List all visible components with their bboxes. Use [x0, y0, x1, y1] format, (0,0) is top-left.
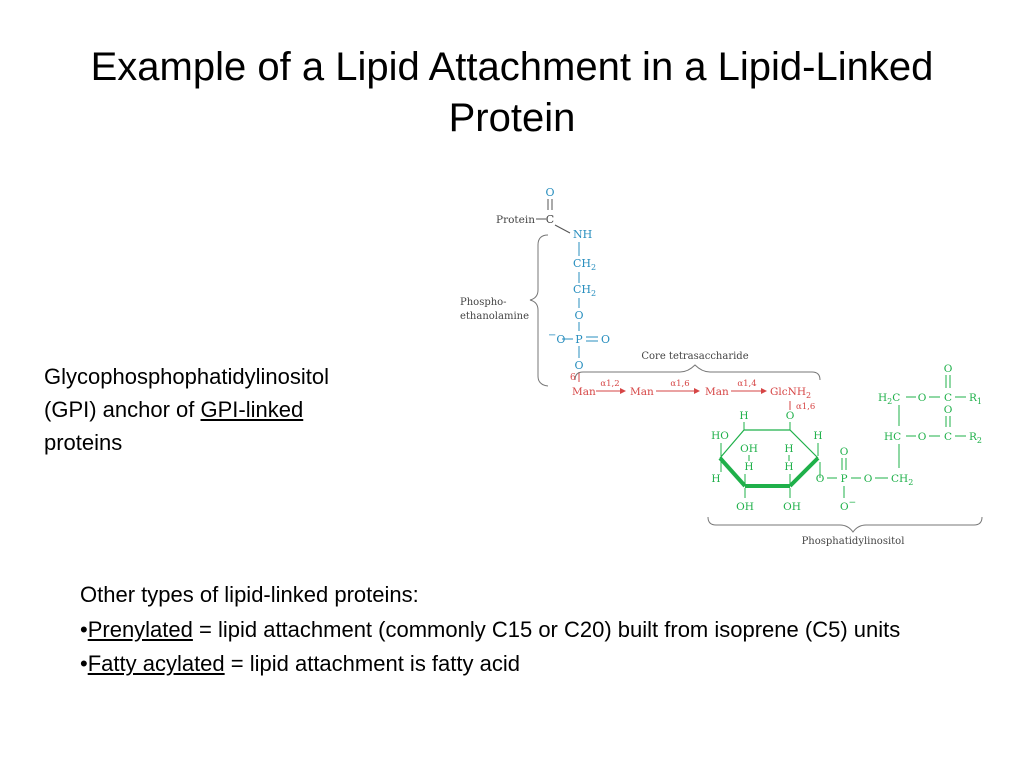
gpi-linked-link[interactable]: GPI-linked	[200, 397, 304, 422]
phosphoethanolamine-brace	[529, 234, 549, 387]
svg-text:Phospho-: Phospho-	[460, 297, 507, 308]
fatty-acid-r1: R1	[969, 392, 982, 406]
phosphorus: P	[575, 333, 583, 346]
carbonyl-oxygen-2: O	[944, 404, 953, 416]
core-tetrasaccharide-brace	[574, 364, 821, 381]
phosphatidylinositol-brace	[707, 516, 983, 533]
glycerol-h2c: H2C	[878, 392, 900, 406]
gpi-description: Glycophosphophatidylinositol (GPI) ancho…	[44, 360, 444, 459]
bullet-1: •	[80, 616, 88, 642]
ester-carbon-2: C	[944, 431, 952, 443]
carbonyl-oxygen: O	[545, 186, 554, 199]
alpha16-inositol-linkage: α1,6	[796, 402, 815, 412]
ester-oxygen: O	[574, 309, 583, 322]
inositol-ester-oxygen: O	[816, 473, 825, 485]
alpha14-linkage: α1,4	[737, 379, 756, 389]
fatty-acylated-definition: = lipid attachment is fatty acid	[224, 651, 520, 676]
core-tetrasaccharide-label: Core tetrasaccharide	[641, 351, 748, 362]
other-heading: Other types of lipid-linked proteins:	[80, 582, 419, 607]
ch2-group-1: CH2	[573, 257, 596, 272]
phosphate-o-minus: −O	[548, 330, 565, 346]
alpha12-linkage: α1,2	[600, 379, 619, 389]
fatty-acylated-link[interactable]: Fatty acylated	[87, 651, 225, 676]
mannose-1: Man	[572, 386, 596, 398]
pi-phosphate-o-minus: O−	[840, 498, 856, 513]
ring-h-top: H	[739, 410, 748, 422]
prenylated-definition: = lipid attachment (commonly C15 or C20)…	[192, 616, 901, 642]
nh-group: NH	[573, 228, 592, 241]
gpi-line2-prefix: (GPI) anchor of	[44, 397, 201, 422]
ring-o-top: O	[786, 410, 795, 422]
phosphatidylinositol-label: Phosphatidylinositol	[802, 536, 905, 547]
phosphoethanolamine-chain: O Protein C NH CH2 CH2 O −O P O O	[496, 186, 610, 382]
ester-carbon-1: C	[944, 392, 952, 404]
alpha16-linkage: α1,6	[670, 379, 689, 389]
gpi-line3: proteins	[44, 430, 123, 455]
mannose-3: Man	[705, 386, 729, 398]
ring-h-inner-right: H	[784, 443, 793, 455]
ester-oxygen-1: O	[918, 392, 927, 404]
bullet-2: •	[80, 651, 88, 676]
ring-oh-bottom-right: OH	[783, 501, 801, 513]
inositol-ring: H O HO H H OH H H H OH OH	[711, 410, 822, 513]
ring-ho-left: HO	[711, 430, 729, 442]
svg-text:ethanolamine: ethanolamine	[460, 311, 529, 322]
core-sugar-chain: 6 Man α1,2 Man α1,6 Man α1,4 GlcNH2 α1,6	[570, 373, 815, 412]
ring-oh-bottom-left: OH	[736, 501, 754, 513]
fatty-acid-r2: R2	[969, 431, 982, 445]
phosphoethanolamine-label: Phospho- ethanolamine	[460, 297, 529, 322]
other-lipid-linked-types: Other types of lipid-linked proteins: •P…	[80, 578, 960, 682]
protein-label: Protein	[496, 214, 535, 226]
glucosamine: GlcNH2	[770, 386, 811, 400]
linker-oxygen: O	[574, 359, 583, 372]
ring-h-inner-right-2: H	[784, 461, 793, 473]
pi-phosphate-oxygen-right: O	[864, 473, 873, 485]
glycerol-hc: HC	[884, 431, 901, 443]
ester-oxygen-2: O	[918, 431, 927, 443]
pi-phosphate-oxygen-top: O	[840, 446, 849, 458]
pi-phosphorus: P	[840, 473, 847, 485]
mannose-2: Man	[630, 386, 654, 398]
phosphate-double-oxygen: O	[601, 333, 610, 346]
prenylated-link[interactable]: Prenylated	[87, 616, 193, 642]
ring-h-left: H	[711, 473, 720, 485]
carbonyl-carbon: C	[546, 213, 554, 226]
phosphatidyl-glycerol-backbone: O O P O CH2 O− H2C O O C R1 HC O O C R2	[816, 363, 982, 513]
gpi-line1: Glycophosphophatidylinositol	[44, 364, 329, 389]
ring-oh-inner: OH	[740, 443, 758, 455]
gpi-anchor-structure-diagram: O Protein C NH CH2 CH2 O −O P O O Phosph…	[460, 186, 983, 547]
ring-h-right: H	[813, 430, 822, 442]
carbonyl-oxygen-1: O	[944, 363, 953, 375]
ch2-group-2: CH2	[573, 283, 596, 298]
slide-title: Example of a Lipid Attachment in a Lipid…	[90, 45, 934, 140]
position-6: 6	[570, 373, 576, 383]
glycerol-ch2: CH2	[891, 473, 913, 487]
ring-h-inner-left: H	[744, 461, 753, 473]
